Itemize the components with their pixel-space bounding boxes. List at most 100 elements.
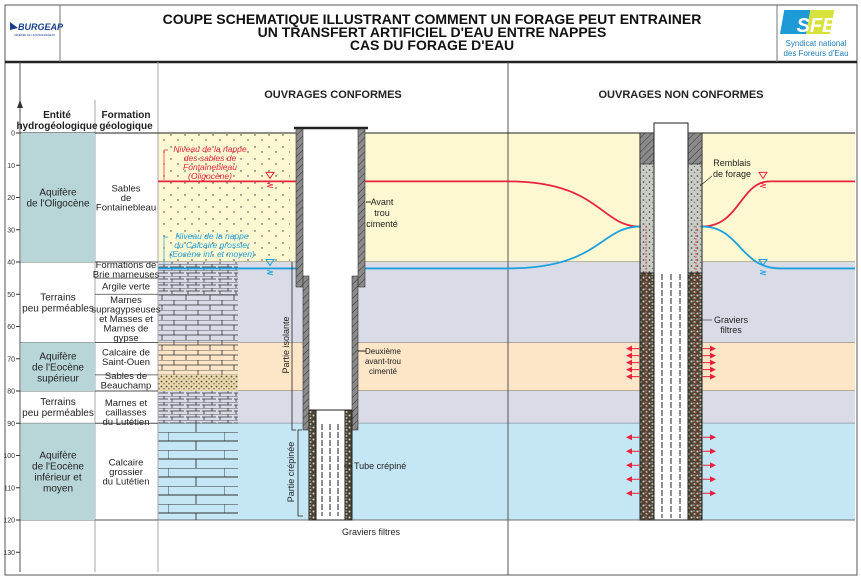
svg-text:GÉNÉRER DE L'ENVIRONNEMENT: GÉNÉRER DE L'ENVIRONNEMENT — [14, 34, 56, 37]
lithology-pattern — [158, 374, 238, 391]
annotation-remblais: Remblais de forage — [699, 158, 751, 187]
annotation-tube-crepine: Tube crépiné — [344, 461, 406, 471]
svg-text:Formation: Formation — [102, 110, 151, 121]
formation-label: Beauchamp — [101, 381, 152, 392]
lithology-pattern — [158, 391, 238, 424]
avant-trou-wall-left — [295, 128, 304, 288]
svg-text:trou: trou — [374, 208, 390, 218]
layer-band — [158, 342, 855, 391]
svg-text:Deuxième: Deuxième — [365, 347, 402, 356]
svg-text:avant-trou: avant-trou — [365, 357, 401, 366]
formation-label: de — [121, 193, 132, 204]
svg-text:CAS DU FORAGE D'EAU: CAS DU FORAGE D'EAU — [350, 37, 514, 53]
depth-tick-label: 0 — [11, 131, 15, 138]
formation-label: Fontainebleau — [96, 203, 156, 214]
entity-label: Terrains — [40, 292, 76, 303]
layer-band — [158, 262, 855, 343]
svg-text:Partie isolante: Partie isolante — [281, 316, 291, 373]
entity-label: Aquifère — [39, 451, 77, 462]
entity-label: Terrains — [40, 397, 76, 408]
formation-label: Argile verte — [102, 282, 150, 293]
formation-label: supragypseuses — [91, 304, 160, 315]
water-level-symbol-icon — [758, 258, 768, 267]
water-level-symbol-icon — [265, 171, 275, 180]
avant-trou-wall-right — [357, 128, 366, 288]
svg-text:Niveau de la nappe: Niveau de la nappe — [175, 231, 249, 241]
svg-text:Syndicat national: Syndicat national — [786, 39, 847, 48]
formation-label: Marnes de — [104, 323, 149, 334]
formation-label: Sables — [111, 184, 140, 195]
svg-text:des sables de: des sables de — [184, 153, 237, 163]
lithology-column — [158, 133, 290, 520]
water-level-symbol-icon — [758, 171, 768, 180]
depth-tick-label: 70 — [7, 356, 15, 363]
formation-label: Brie marneuses — [93, 269, 160, 280]
formation-label: du Lutétien — [102, 417, 149, 428]
second-avant-trou-left — [302, 275, 310, 431]
svg-text:UN TRANSFERT ARTIFICIEL D'EAU: UN TRANSFERT ARTIFICIEL D'EAU ENTRE NAPP… — [258, 24, 607, 40]
depth-tick-label: 130 — [3, 550, 15, 557]
annotation-avant-trou: Avant trou cimenté — [366, 197, 398, 229]
oligocene-level-label: Niveau de la nappe des sables de Fontain… — [163, 144, 247, 181]
eocene-water-level-nc — [507, 225, 855, 270]
lithology-pattern — [158, 278, 238, 295]
section-conformes-title: OUVRAGES CONFORMES — [264, 89, 402, 101]
section-non-conformes-title: OUVRAGES NON CONFORMES — [598, 89, 763, 101]
svg-text:(Oligocène): (Oligocène) — [188, 171, 232, 181]
svg-text:des Foreurs d'Eau: des Foreurs d'Eau — [783, 49, 848, 58]
entity-label: inférieur et — [34, 473, 81, 484]
entity-label: Aquifère — [39, 351, 77, 362]
svg-text:géologique: géologique — [99, 121, 153, 132]
depth-tick-label: 80 — [7, 389, 15, 396]
svg-text:cimenté: cimenté — [369, 367, 398, 376]
burgeap-logo: BURGEAP GÉNÉRER DE L'ENVIRONNEMENT — [10, 22, 64, 37]
lithology-pattern — [158, 342, 238, 375]
svg-text:de forage: de forage — [713, 169, 751, 179]
flow-arrows — [626, 345, 716, 497]
sfe-logo: SFE Syndicat national des Foreurs d'Eau — [780, 10, 849, 58]
svg-text:hydrogéologique: hydrogéologique — [16, 121, 98, 132]
annotation-graviers-nc: Graviers filtres — [697, 315, 748, 335]
svg-text:Graviers: Graviers — [714, 315, 749, 325]
svg-text:SFE: SFE — [797, 15, 837, 37]
entity-label: de l'Eocène — [32, 362, 84, 373]
svg-text:Tube crépiné: Tube crépiné — [354, 461, 406, 471]
depth-tick-label: 60 — [7, 324, 15, 331]
lithology-pattern — [158, 423, 238, 520]
formation-label: caillasses — [105, 408, 146, 419]
svg-text:(Eocène inf. et moyen): (Eocène inf. et moyen) — [169, 249, 255, 259]
depth-tick-label: 120 — [3, 518, 15, 525]
water-level-symbol-icon — [265, 258, 275, 267]
depth-tick-label: 30 — [7, 227, 15, 234]
depth-tick-label: 90 — [7, 421, 15, 428]
formation-label: grossier — [109, 467, 143, 478]
depth-tick-label: 20 — [7, 195, 15, 202]
non-conforming-well — [639, 122, 703, 521]
second-avant-trou-right — [351, 275, 359, 431]
conforming-well — [294, 126, 368, 521]
formation-label: Sables de — [105, 371, 147, 382]
entity-label: de l'Eocène — [32, 462, 84, 473]
formation-label: du Lutétien — [102, 477, 149, 488]
formation-label: Saint-Ouen — [102, 357, 150, 368]
column-headers: Entité hydrogéologique Formation géologi… — [16, 110, 153, 132]
svg-text:Partie crépinée: Partie crépinée — [286, 442, 296, 503]
layer-band — [158, 391, 855, 424]
depth-tick-label: 100 — [3, 453, 15, 460]
lithology-pattern — [158, 294, 238, 343]
partie-isolante-bracket: Partie isolante — [281, 262, 296, 431]
formation-label: Formations de — [96, 260, 157, 271]
depth-tick-label: 110 — [4, 485, 15, 492]
lithology-pattern — [158, 262, 238, 279]
